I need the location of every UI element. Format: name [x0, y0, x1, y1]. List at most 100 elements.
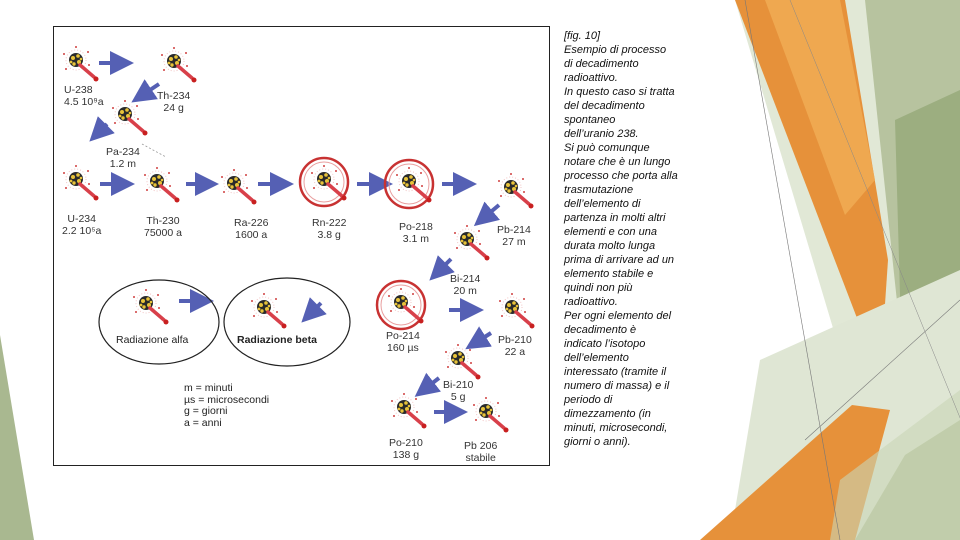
- legend-item: µs = microsecondi: [184, 393, 270, 406]
- ring-po214-inner: [380, 284, 422, 326]
- nucleus-beta-example: [249, 291, 289, 331]
- arrow-pb214-bi214: [473, 201, 501, 227]
- nuclide-name: Th-234: [157, 90, 191, 102]
- legend-item: g = giorni: [184, 405, 228, 417]
- caption-line: dell’elemento: [564, 352, 629, 364]
- caption-line: minuti, microsecondi,: [564, 422, 668, 434]
- nuclide-name: Po-218: [399, 221, 433, 233]
- label-po218: Po-218 3.1 m: [399, 221, 433, 245]
- nucleus-u234: [61, 163, 101, 203]
- label-u238: U-238 4.5 10⁹a: [64, 84, 104, 108]
- legend: m = minuti µs = microsecondi g = giorni …: [184, 382, 270, 429]
- decay-chain-figure: U-238 4.5 10⁹a Th-234 24 g Pa-234 1.2 m …: [53, 26, 550, 466]
- nuclide-time: 1.2 m: [109, 158, 137, 170]
- nuclide-time: 20 m: [453, 285, 477, 297]
- nuclide-name: Pb-214: [497, 224, 531, 236]
- nucleus-th234: [159, 45, 199, 85]
- label-pb210: Pb-210 22 a: [498, 334, 532, 358]
- figure-caption: [fig. 10] Esempio di processo di decadim…: [564, 29, 739, 449]
- nuclide-time: 138 g: [392, 449, 420, 461]
- ring-po214: [375, 279, 427, 331]
- caption-line: Per ogni elemento del: [564, 310, 672, 322]
- nucleus-pa234: [110, 98, 150, 138]
- legend-item: m = minuti: [184, 382, 233, 394]
- alpha-rings: [298, 156, 435, 331]
- label-th230: Th-230 75000 a: [144, 215, 182, 239]
- nuclide-time: 22 a: [504, 346, 526, 358]
- thin-line: [789, 0, 960, 419]
- beta-example-ellipse: [223, 277, 351, 367]
- caption-line: giorni o anni).: [564, 436, 631, 448]
- arrow-bi214-po214: [429, 255, 455, 281]
- label-bi210: Bi-210 5 g: [443, 379, 473, 403]
- caption-line: decadimento è: [564, 324, 637, 336]
- caption-line: del decadimento: [564, 100, 645, 112]
- arrow-pb210-bi210: [465, 326, 493, 350]
- label-ra226: Ra-226 1600 a: [234, 217, 268, 241]
- nucleus-bi214: [452, 223, 492, 263]
- arrow-bi210-po210: [414, 372, 441, 397]
- nucleus-pb214: [496, 171, 536, 211]
- dashed-link: [141, 143, 167, 158]
- caption-line: radioattivo.: [564, 296, 618, 308]
- nuclei: [61, 44, 537, 435]
- caption-line: partenza in molti altri: [564, 212, 666, 224]
- caption-line: In questo caso si tratta: [564, 86, 675, 98]
- alpha-example-ellipse: [98, 279, 220, 365]
- nuclide-time: 4.5 10⁹a: [64, 96, 104, 108]
- nuclide-name: Pa-234: [106, 146, 140, 158]
- thin-line: [804, 299, 960, 441]
- arrow-th234-pa234: [131, 79, 161, 103]
- caption-line: Si può comunque: [564, 142, 650, 154]
- nucleus-pb206: [471, 395, 511, 435]
- nuclide-name: Ra-226: [234, 217, 269, 229]
- nucleus-u238: [61, 44, 101, 84]
- label-pb214: Pb-214 27 m: [497, 224, 531, 248]
- nuclide-time: 1600 a: [235, 229, 268, 241]
- left-sage-facet: [0, 335, 34, 540]
- label-th234: Th-234 24 g: [157, 90, 190, 114]
- nuclide-name: Th-230: [146, 215, 180, 227]
- nuclide-time: 3.8 g: [317, 229, 341, 241]
- label-rn222: Rn-222 3.8 g: [312, 217, 346, 241]
- nuclide-name: Bi-210: [443, 379, 474, 391]
- nucleus-alpha-example: [131, 287, 171, 327]
- light-facet-corner: [830, 390, 960, 540]
- arrow-pa234-u234: [89, 116, 115, 142]
- nucleus-po218: [394, 165, 434, 205]
- caption-line: prima di arrivare ad un: [564, 254, 675, 266]
- caption-line: periodo di: [564, 394, 613, 406]
- nuclide-time: 160 µs: [387, 342, 419, 354]
- nucleus-ra226: [219, 167, 259, 207]
- caption-line: dell’elemento di: [564, 198, 641, 210]
- alpha-radiation-label: Radiazione alfa: [116, 334, 189, 346]
- arrow-beta-example: [301, 297, 327, 323]
- label-po210: Po-210 138 g: [389, 437, 423, 461]
- caption-line: elemento stabile e: [564, 268, 654, 280]
- ring-po218: [383, 158, 435, 210]
- label-pa234: Pa-234 1.2 m: [106, 146, 140, 170]
- thin-line: [744, 0, 841, 540]
- nuclide-name: Pb 206: [464, 440, 498, 452]
- nucleus-po210: [389, 391, 429, 431]
- caption-line: spontaneo: [564, 114, 616, 126]
- nuclide-name: U-238: [64, 84, 93, 96]
- caption-line: dimezzamento (in: [564, 408, 651, 420]
- caption-line: dell’uranio 238.: [564, 128, 639, 140]
- nuclide-name: U-234: [67, 213, 96, 225]
- nucleus-rn222: [309, 163, 349, 203]
- caption-line: interessato (tramite il: [564, 366, 667, 378]
- nuclide-time: 2.2 10⁵a: [62, 225, 102, 237]
- legend-item: a = anni: [184, 416, 222, 429]
- caption-line: [fig. 10]: [564, 30, 601, 42]
- caption-line: trasmutazione: [564, 184, 634, 196]
- nuclide-time: 24 g: [163, 102, 184, 114]
- nucleus-po214: [386, 286, 426, 326]
- caption-line: processo che porta alla: [564, 170, 678, 182]
- nuclide-time: 3.1 m: [402, 233, 430, 245]
- nuclide-time: 5 g: [450, 391, 466, 403]
- ring-rn222-inner: [303, 161, 345, 203]
- label-bi214: Bi-214 20 m: [450, 273, 480, 297]
- nuclide-name: Rn-222: [312, 217, 347, 229]
